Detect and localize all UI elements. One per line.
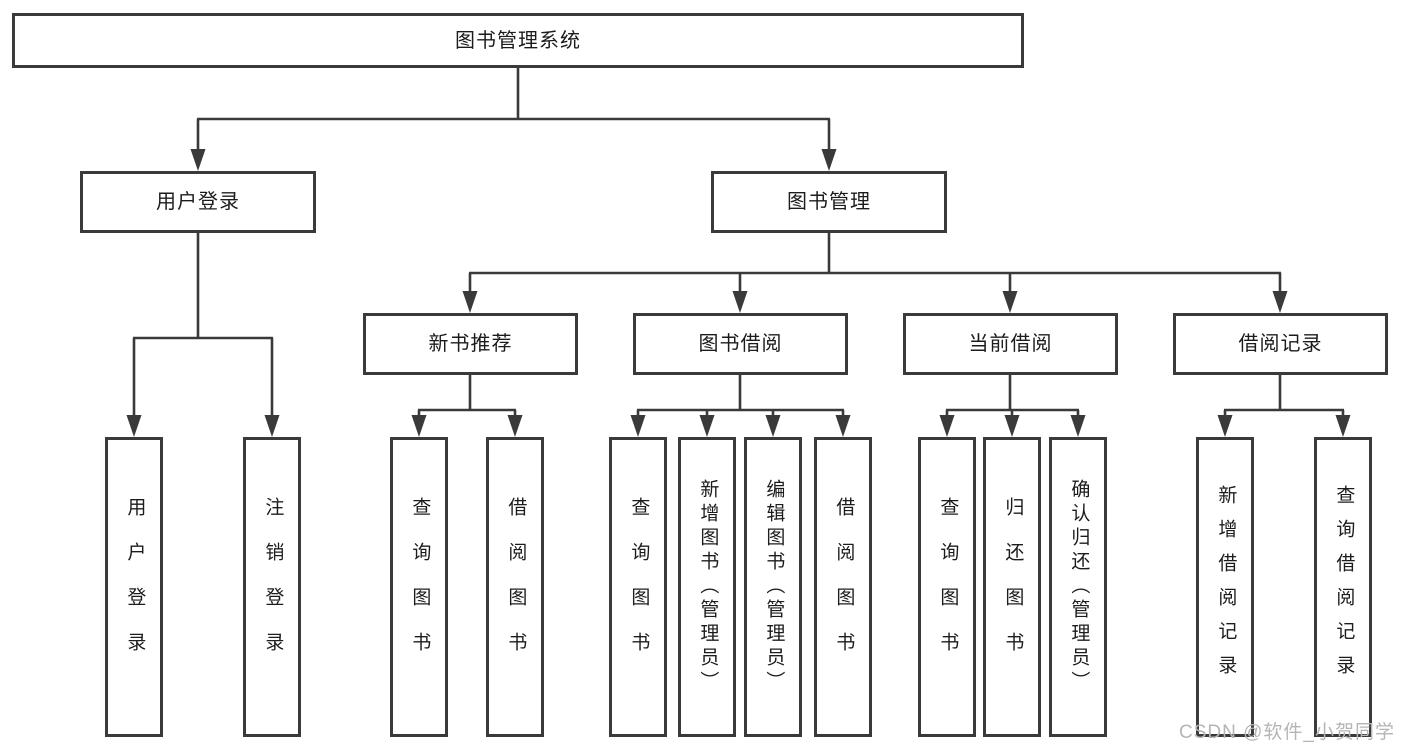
leaf-borrowing-edit-book-admin: 编辑图书（管理员） xyxy=(744,437,802,737)
leaf-recommend-query-book: 查询图书 xyxy=(390,437,448,737)
node-label: 用户登录 xyxy=(124,497,146,677)
leaf-borrowing-borrow-book: 借阅图书 xyxy=(814,437,872,737)
leaf-current-return-book: 归还图书 xyxy=(983,437,1041,737)
leaf-user-login: 用户登录 xyxy=(105,437,163,737)
node-label: 查询图书 xyxy=(937,497,959,677)
node-label: 图书管理 xyxy=(787,191,871,213)
node-new-book-recommend: 新书推荐 xyxy=(363,313,578,375)
node-label: 图书管理系统 xyxy=(455,29,581,52)
leaf-current-query-book: 查询图书 xyxy=(918,437,976,737)
node-user-login: 用户登录 xyxy=(80,171,316,233)
node-label: 确认归还（管理员） xyxy=(1068,479,1090,695)
node-label: 当前借阅 xyxy=(968,333,1053,355)
node-label: 归还图书 xyxy=(1002,497,1024,677)
leaf-records-query-borrow-record: 查询借阅记录 xyxy=(1314,437,1372,737)
node-label: 借阅图书 xyxy=(505,497,527,677)
node-label: 查询图书 xyxy=(628,497,650,677)
node-book-borrowing: 图书借阅 xyxy=(633,313,848,375)
leaf-recommend-borrow-book: 借阅图书 xyxy=(486,437,544,737)
node-label: 借阅图书 xyxy=(833,497,855,677)
node-current-borrowing: 当前借阅 xyxy=(903,313,1118,375)
leaf-logout: 注销登录 xyxy=(243,437,301,737)
leaf-records-add-borrow-record: 新增借阅记录 xyxy=(1196,437,1254,737)
leaf-current-confirm-return-admin: 确认归还（管理员） xyxy=(1049,437,1107,737)
node-label: 用户登录 xyxy=(156,191,240,213)
node-label: 新增图书（管理员） xyxy=(697,479,719,695)
node-label: 查询图书 xyxy=(409,497,431,677)
csdn-watermark: CSDN @软件_小贺同学 xyxy=(1179,722,1395,743)
node-library-management-system: 图书管理系统 xyxy=(12,13,1024,68)
node-borrowing-records: 借阅记录 xyxy=(1173,313,1388,375)
leaf-borrowing-query-book: 查询图书 xyxy=(609,437,667,737)
node-label: 图书借阅 xyxy=(698,333,783,355)
node-label: 借阅记录 xyxy=(1238,333,1323,355)
node-label: 查询借阅记录 xyxy=(1333,485,1355,689)
node-label: 新书推荐 xyxy=(428,333,513,355)
node-label: 新增借阅记录 xyxy=(1215,485,1237,689)
leaf-borrowing-add-book-admin: 新增图书（管理员） xyxy=(678,437,736,737)
node-book-management: 图书管理 xyxy=(711,171,947,233)
node-label: 编辑图书（管理员） xyxy=(763,479,785,695)
node-label: 注销登录 xyxy=(262,497,284,677)
